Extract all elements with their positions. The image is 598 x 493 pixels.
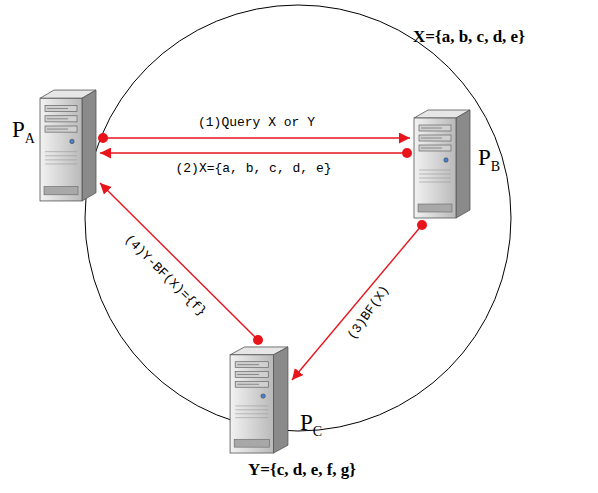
arrow-line bbox=[100, 152, 407, 153]
set-label: X={a, b, c, d, e} bbox=[413, 28, 525, 47]
server-node: PA bbox=[38, 88, 98, 203]
server-icon bbox=[228, 345, 290, 455]
start-dot bbox=[253, 335, 263, 345]
server-node: PCY={c, d, e, f, g} bbox=[228, 345, 290, 455]
message-label: (4)Y-BF(X)={f} bbox=[121, 232, 208, 319]
peer-label: PC bbox=[300, 411, 322, 439]
message-arrow bbox=[98, 133, 410, 143]
start-dot bbox=[98, 133, 108, 143]
peer-label: PB bbox=[478, 146, 500, 174]
ring-circle bbox=[85, 5, 511, 431]
message-label: (1)Query X or Y bbox=[198, 116, 315, 130]
message-label: (3)BF(X) bbox=[345, 283, 393, 342]
start-dot bbox=[402, 148, 412, 158]
message-arrow bbox=[100, 148, 412, 158]
set-label: Y={c, d, e, f, g} bbox=[248, 461, 356, 480]
message-label: (2)X={a, b, c, d, e} bbox=[175, 162, 331, 176]
server-node: PBX={a, b, c, d, e} bbox=[412, 108, 472, 220]
server-icon bbox=[412, 108, 472, 220]
start-dot bbox=[417, 220, 427, 230]
message-arrow bbox=[292, 220, 427, 380]
peer-label: PA bbox=[12, 118, 35, 146]
arrow-line bbox=[103, 137, 410, 138]
arrow-line bbox=[100, 183, 258, 340]
server-icon bbox=[38, 88, 98, 203]
arrow-line bbox=[292, 225, 422, 380]
message-arrow bbox=[100, 183, 263, 345]
